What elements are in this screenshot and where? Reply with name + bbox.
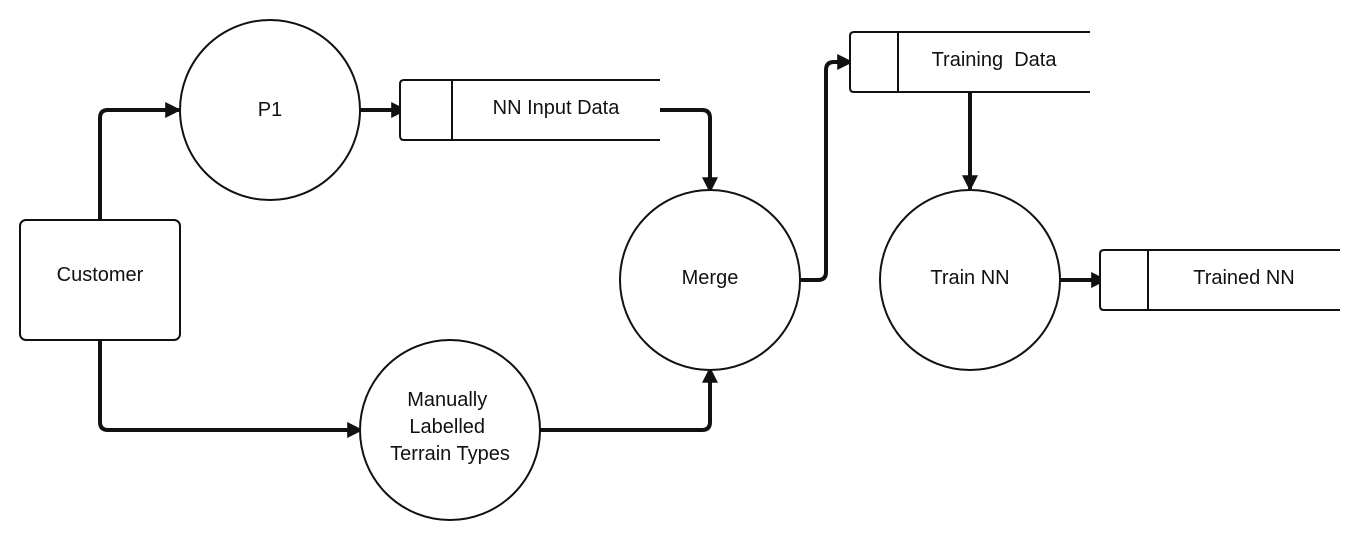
process-circle	[179, 19, 361, 201]
process-label-line: Labelled	[409, 416, 485, 438]
process-label: Train NN	[930, 267, 1009, 289]
store-trained-nn: Trained NN	[1099, 249, 1340, 311]
store-label: Training Data	[932, 49, 1058, 71]
process-label: Manually Labelled Terrain Types	[390, 389, 510, 465]
entity-label: Customer	[57, 264, 144, 286]
store-label: Trained NN	[1193, 267, 1295, 289]
store-outline	[849, 31, 1090, 93]
store-outline	[399, 79, 660, 141]
store-nn-input-data: NN Input Data	[399, 79, 660, 141]
process-merge: Merge	[619, 189, 801, 371]
process-circle	[619, 189, 801, 371]
process-label-line: Manually	[407, 389, 487, 411]
store-training-data: Training Data	[849, 31, 1090, 93]
process-train-nn: Train NN	[879, 189, 1061, 371]
process-manual-labelled-terrain-types: Manually Labelled Terrain Types	[359, 339, 541, 521]
process-label-line: Terrain Types	[390, 443, 510, 465]
process-label: P1	[258, 99, 282, 121]
store-label: NN Input Data	[493, 97, 621, 119]
flow-customer-to-p1	[98, 102, 182, 222]
flow-merge-to-training	[798, 54, 854, 282]
flows	[98, 54, 1108, 438]
entity-customer: Customer	[19, 219, 181, 341]
flow-manual-to-merge	[538, 366, 718, 432]
flow-customer-to-manual	[98, 340, 364, 438]
process-label: Merge	[682, 267, 739, 289]
process-circle	[879, 189, 1061, 371]
store-outline	[1099, 249, 1340, 311]
flow-nn-input-to-merge	[658, 108, 718, 194]
process-p1: P1	[179, 19, 361, 201]
entity-box	[19, 219, 181, 341]
process-circle	[359, 339, 541, 521]
